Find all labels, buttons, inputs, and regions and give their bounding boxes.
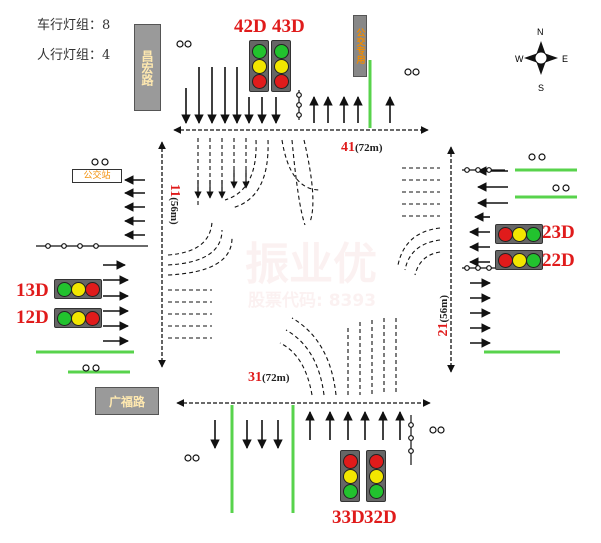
signal-head-33d <box>340 450 360 502</box>
distance-east: 21(56m) <box>436 295 452 337</box>
signal-head-23d <box>495 224 543 244</box>
signal-head-42d <box>249 40 269 92</box>
compass-icon <box>524 41 558 75</box>
compass-south: S <box>538 83 545 93</box>
road-name-southwest: 广福路 <box>95 387 159 415</box>
distance-south-number: 31 <box>248 370 262 385</box>
signal-label-12d: 12D <box>16 307 49 328</box>
signal-label-32d: 32D <box>364 507 397 528</box>
distance-west-unit: (56m) <box>168 197 180 225</box>
bicycle-icons <box>82 40 570 462</box>
distance-north-number: 41 <box>341 140 355 155</box>
distance-west: 11(56m) <box>166 184 182 225</box>
distance-north: 41(72m) <box>341 140 383 156</box>
vehicle-signal-group-count: 车行灯组：8 <box>37 18 111 33</box>
distance-east-number: 21 <box>436 322 451 337</box>
signal-label-23d: 23D <box>542 222 575 243</box>
distance-south: 31(72m) <box>248 370 290 386</box>
distance-west-number: 11 <box>167 184 182 198</box>
signal-label-43d: 43D <box>272 16 305 37</box>
compass-east: E <box>562 54 569 64</box>
watermark-subtitle: 股票代码: 8393 <box>248 291 377 311</box>
signal-label-33d: 33D <box>332 507 365 528</box>
road-name-north: 昌宏路 <box>134 24 161 111</box>
signal-head-43d <box>271 40 291 92</box>
signal-head-13d <box>54 279 102 299</box>
distance-south-unit: (72m) <box>262 372 290 384</box>
pedestrian-signal-group-count: 人行灯组：4 <box>37 48 111 63</box>
signal-head-32d <box>366 450 386 502</box>
distance-east-unit: (56m) <box>438 295 450 323</box>
distance-north-unit: (72m) <box>355 142 383 154</box>
signal-label-22d: 22D <box>542 250 575 271</box>
signal-head-12d <box>54 308 102 328</box>
bus-lane-label: 公交专用 <box>353 15 367 77</box>
signal-head-22d <box>495 250 543 270</box>
compass-west: W <box>515 54 524 64</box>
watermark-title: 振业优 <box>245 239 377 290</box>
compass-north: N <box>537 27 544 37</box>
signal-label-13d: 13D <box>16 280 49 301</box>
bus-stop-label: 公交站 <box>72 169 122 183</box>
signal-label-42d: 42D <box>234 16 267 37</box>
